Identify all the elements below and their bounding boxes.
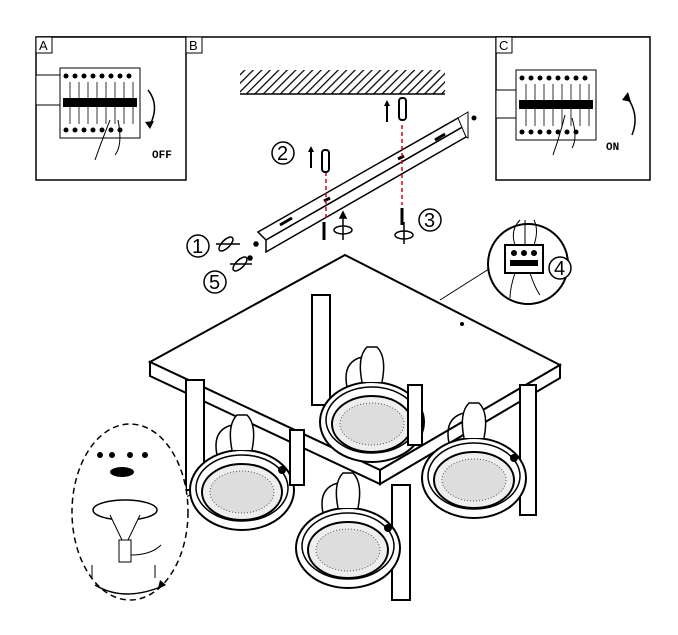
panel-b-label: B (189, 38, 198, 53)
panel-a-switch-off: A OFF (35, 36, 187, 181)
panel-a-label: A (39, 38, 48, 53)
step-1: 1 (192, 236, 203, 258)
step-numbers (186, 141, 442, 294)
panel-c-label: C (499, 38, 508, 53)
terminal-block-detail (439, 219, 569, 305)
panel-c-switch-on: C ON (495, 36, 651, 181)
bulb-replacement-detail (71, 423, 191, 601)
panel-b-label-box (185, 36, 203, 54)
rotate-icon (216, 210, 414, 272)
hand-icon (552, 114, 576, 156)
step-3: 3 (424, 210, 435, 232)
ceiling-icon (240, 70, 445, 94)
step-2: 2 (277, 143, 288, 165)
screw-icon (322, 208, 404, 240)
breaker-panel-icon (59, 67, 141, 139)
wall-plug-icon (308, 146, 330, 173)
off-label: OFF (152, 150, 172, 162)
step-5: 5 (209, 272, 220, 294)
mounting-bracket (256, 111, 477, 254)
wall-plug-icon (384, 97, 407, 122)
step-4-circle (548, 256, 572, 280)
step-4: 4 (554, 258, 565, 280)
hand-icon (94, 119, 121, 161)
on-label: ON (606, 142, 619, 154)
breaker-panel-icon (515, 69, 597, 141)
spotlight (295, 472, 401, 589)
